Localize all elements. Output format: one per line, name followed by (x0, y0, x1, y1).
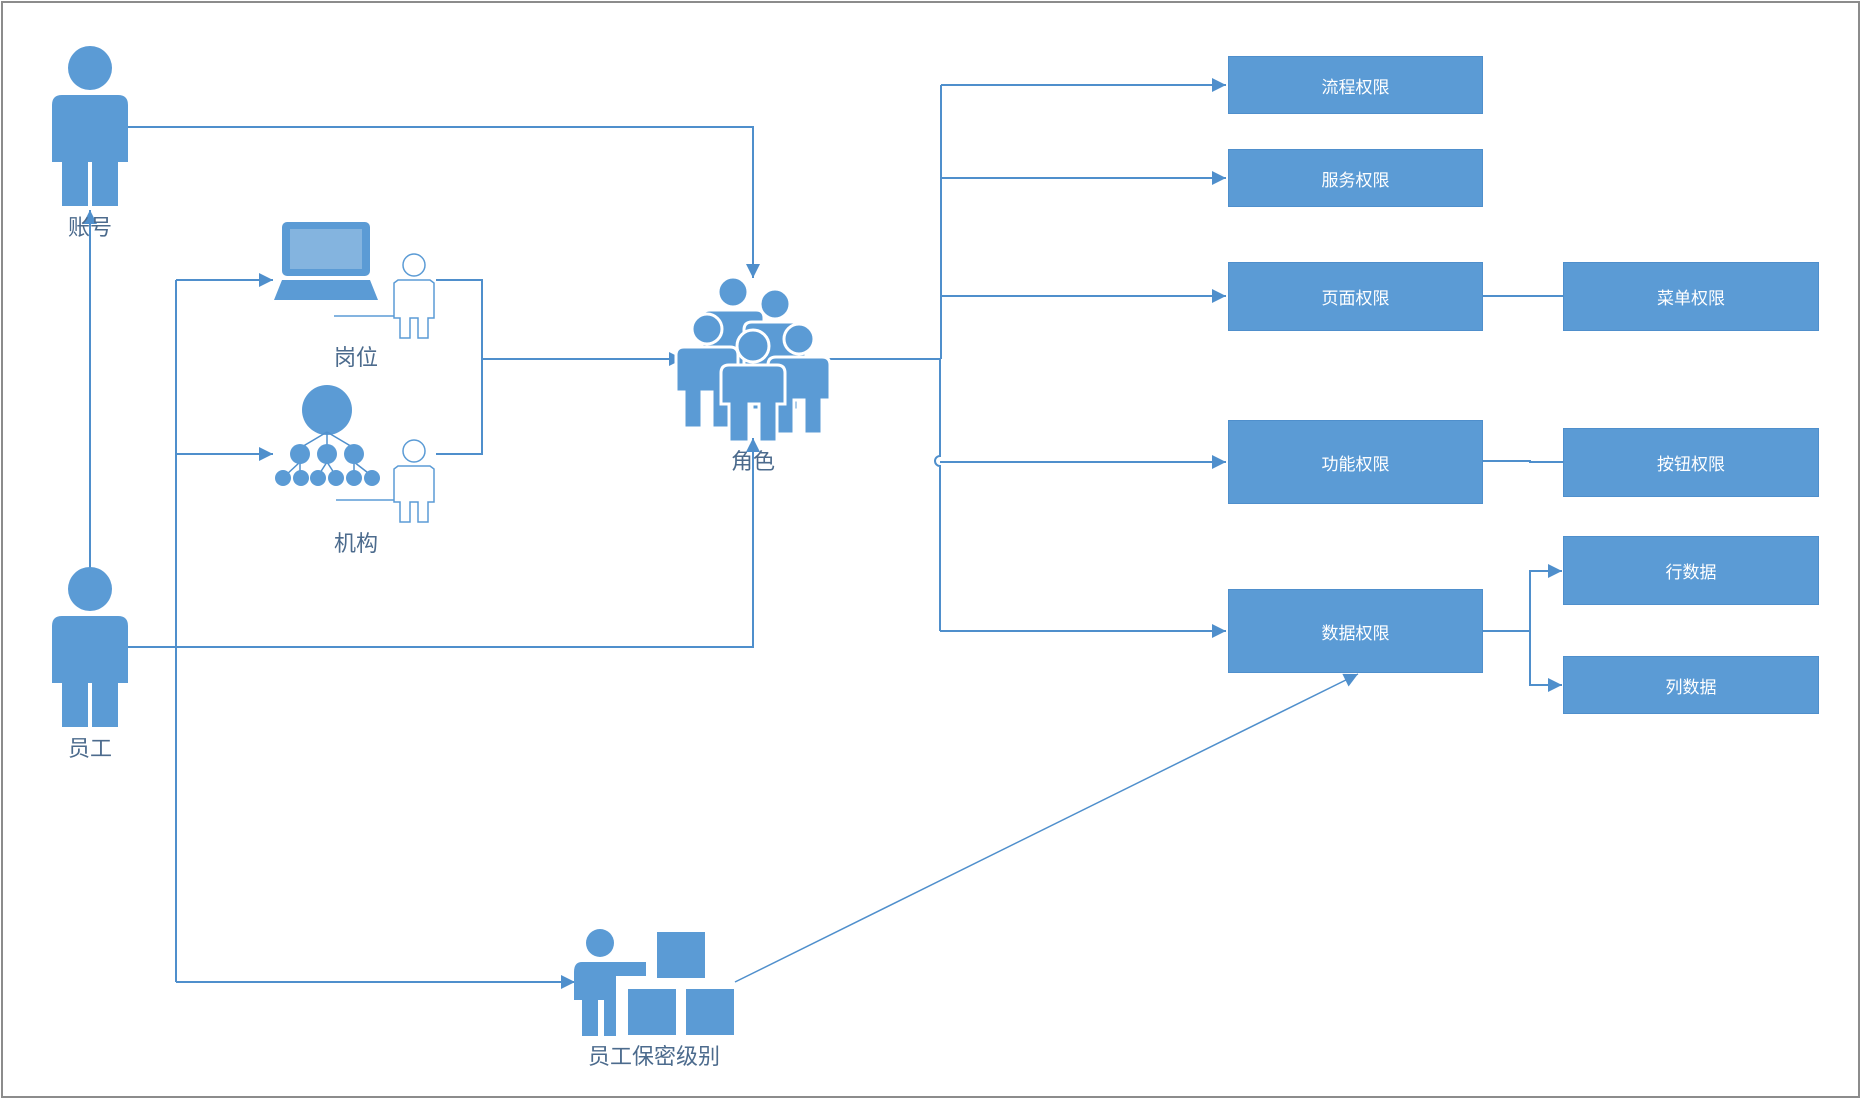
page-permission-box: 页面权限 (1228, 262, 1483, 331)
clearance-presenter-icon (574, 929, 734, 1036)
clearance-label: 员工保密级别 (587, 1045, 721, 1070)
edge-perm-trunk-lower (934, 359, 941, 631)
edge-data-column (1529, 631, 1562, 692)
edge-account-role (128, 126, 760, 278)
service-permission-box: 服务权限 (1228, 149, 1483, 207)
role-label: 角色 (730, 450, 776, 475)
position-label: 岗位 (333, 346, 379, 371)
edge-employee-role (128, 438, 760, 648)
button-permission-box: 按钮权限 (1563, 428, 1819, 497)
process-permission-box: 流程权限 (1228, 56, 1483, 114)
edge-data-row (1529, 564, 1562, 631)
function-permission-box: 功能权限 (1228, 420, 1483, 504)
column-data-box: 列数据 (1563, 656, 1819, 714)
data-permission-box: 数据权限 (1228, 589, 1483, 673)
organization-label: 机构 (333, 532, 379, 557)
account-label: 账号 (67, 216, 113, 241)
menu-permission-box: 菜单权限 (1563, 262, 1819, 331)
employee-label: 员工 (67, 737, 113, 762)
edge-position-join (436, 279, 483, 455)
edge-function-button (1483, 460, 1563, 463)
position-laptop-user-icon (274, 222, 435, 339)
account-person-icon (52, 46, 128, 206)
employee-person-icon (52, 567, 128, 727)
edge-clearance-data (734, 673, 1359, 983)
row-data-box: 行数据 (1563, 536, 1819, 605)
organization-org-chart-icon (275, 385, 435, 523)
role-group-icon (674, 275, 832, 444)
